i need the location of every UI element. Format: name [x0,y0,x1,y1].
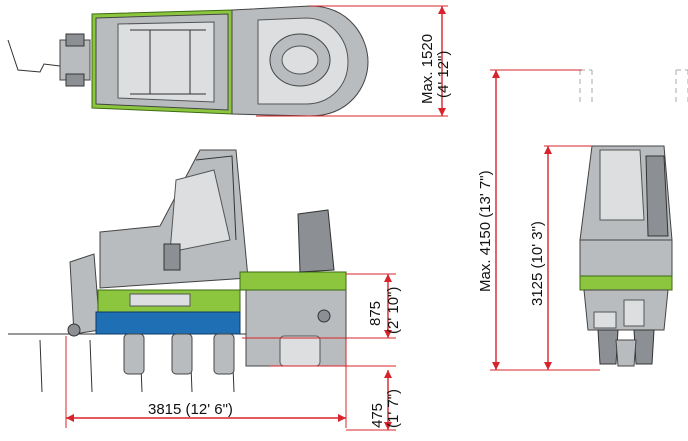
lower-depth-value: 475 [369,403,386,428]
front-view [579,69,688,367]
front-dimensions: Max. 4150 (13' 7") 3125 (10' 3") [477,69,600,371]
height-value: 3125 (10' 3") [529,221,546,306]
upper-height-imperial: (2' 10") [385,287,402,334]
side-view [8,149,347,393]
top-view [7,5,369,117]
lower-depth-imperial: (1' 7") [385,389,402,428]
upper-height-value: 875 [367,301,384,326]
max-height-value: Max. 4150 (13' 7") [477,170,494,292]
side-dimensions: 3815 (12' 6") 875 (2' 10") 475 (1' 7") [65,273,402,431]
width-value: Max. 1520 [419,34,436,104]
length-value: 3815 (12' 6") [148,401,233,418]
width-imperial: (4' 12") [435,51,452,98]
width-dimension: Max. 1520 (4' 12") [310,5,452,117]
